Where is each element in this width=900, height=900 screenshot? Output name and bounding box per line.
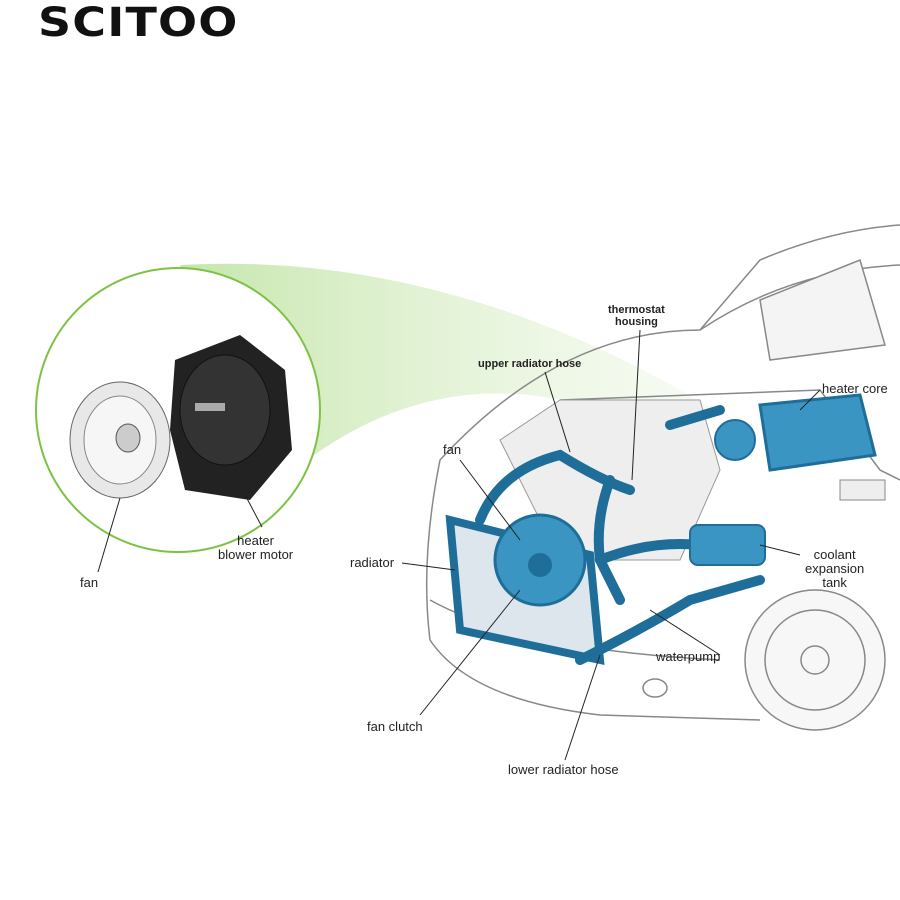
control-module: [839, 479, 886, 501]
label-heater-blower-motor: heater blower motor: [218, 533, 294, 562]
label-waterpump: waterpump: [656, 649, 721, 664]
expansion-tank: [689, 524, 766, 566]
blower-motor: [170, 335, 292, 500]
car-body: [425, 224, 900, 731]
blower-fan-wheel: [69, 381, 171, 499]
brand-logo: SCITOO: [38, 0, 239, 46]
label-fan-clutch: fan clutch: [367, 719, 423, 734]
heater-core-unit: [714, 393, 877, 472]
zoom-wedge: [180, 263, 715, 520]
coolant-hoses: [475, 405, 765, 665]
label-lower-radiator-hose: lower radiator hose: [508, 762, 619, 777]
label-engine-fan: fan: [443, 442, 462, 457]
label-thermostat-housing: thermostat housing: [608, 304, 665, 328]
label-upper-radiator-hose: upper radiator hose: [478, 358, 582, 370]
label-blower-fan: fan: [80, 575, 99, 590]
label-coolant-expansion-tank: coolant expansion tank: [805, 547, 865, 590]
engine-fan: [493, 513, 587, 607]
label-heater-core: heater core: [822, 381, 888, 396]
label-radiator: radiator: [350, 555, 395, 570]
